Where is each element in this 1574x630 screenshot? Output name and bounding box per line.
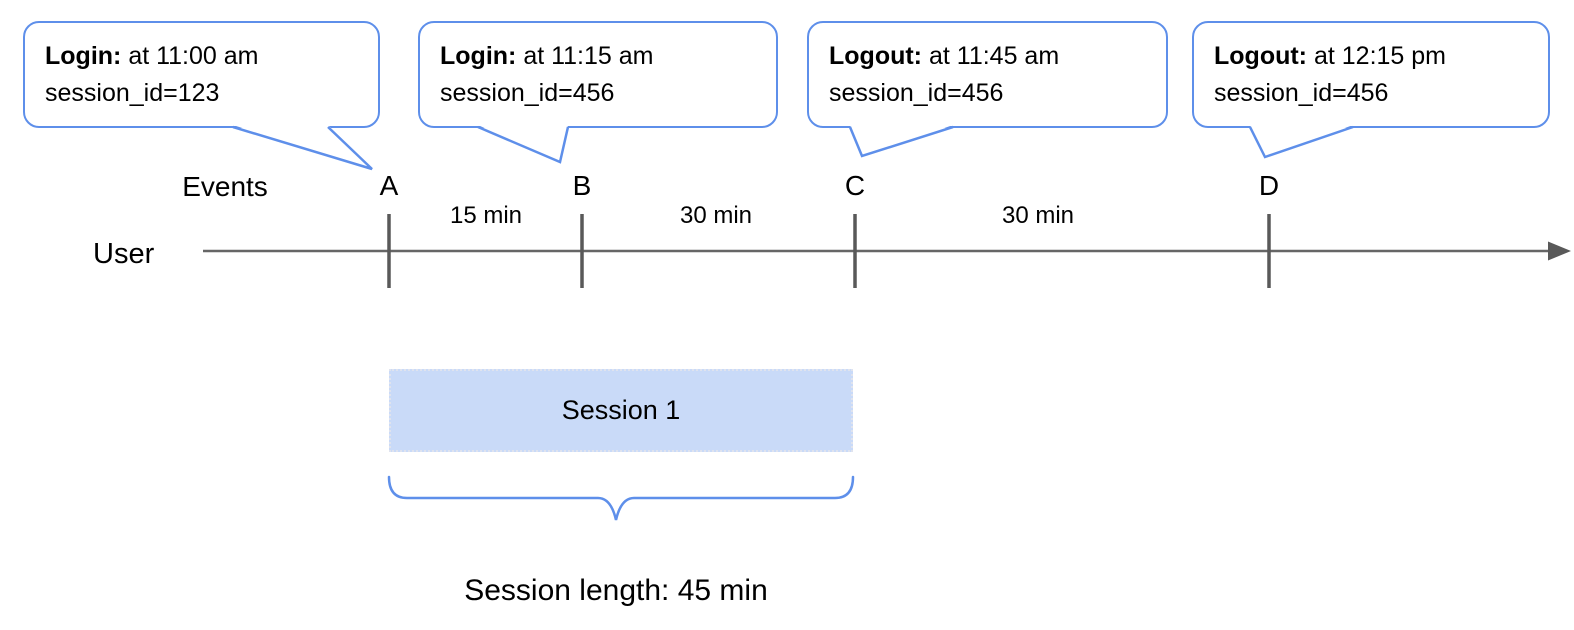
event-label-b: B	[572, 170, 592, 201]
callout-tail-fill-b	[478, 125, 568, 163]
callout-time: at 12:15 pm	[1313, 42, 1446, 70]
callout-time: at 11:45 am	[928, 42, 1060, 70]
callout-logout-d: Logout: at 12:15 pm session_id=456	[1192, 21, 1550, 128]
callout-line-1: Logout: at 12:15 pm	[1214, 38, 1538, 75]
callout-tail-icon-b	[477, 125, 570, 164]
callout-logout-c: Logout: at 11:45 am session_id=456	[807, 21, 1168, 128]
callout-time: at 11:00 am	[128, 42, 259, 70]
callout-detail: session_id=456	[440, 79, 615, 107]
session-brace	[387, 475, 855, 521]
callout-title: Logout:	[1214, 42, 1308, 70]
callout-detail: session_id=123	[45, 79, 220, 107]
interval-label-ab: 15 min	[449, 202, 523, 229]
interval-label-bc: 30 min	[679, 202, 753, 229]
callout-tail-icon-c	[848, 125, 954, 158]
callout-line-1: Login: at 11:15 am	[440, 38, 766, 75]
event-label-d: D	[1258, 170, 1280, 201]
callout-login-a: Login: at 11:00 am session_id=123	[23, 21, 380, 128]
callout-title: Login:	[45, 42, 122, 70]
session-length-caption: Session length: 45 min	[464, 574, 768, 607]
events-row-label: Events	[182, 171, 268, 202]
callout-tail-fill-c	[850, 125, 953, 157]
callout-tail-icon-d	[1248, 125, 1354, 159]
session-box-label: Session 1	[561, 395, 681, 425]
event-label-a: A	[379, 170, 399, 201]
interval-label-cd: 30 min	[1001, 202, 1075, 229]
callout-title: Logout:	[829, 42, 923, 70]
callout-title: Login:	[440, 42, 517, 70]
callout-line-1: Login: at 11:00 am	[45, 38, 368, 75]
callout-tail-fill-d	[1250, 125, 1353, 158]
timeline-arrowhead-icon	[1548, 241, 1571, 261]
session-box: Session 1	[389, 369, 853, 452]
callout-tail-icon-a	[232, 125, 373, 171]
callout-tail-fill-a	[233, 125, 372, 170]
callout-login-b: Login: at 11:15 am session_id=456	[418, 21, 778, 128]
callout-detail: session_id=456	[829, 79, 1004, 107]
callout-time: at 11:15 am	[523, 42, 654, 70]
event-label-c: C	[844, 170, 866, 201]
callout-line-1: Logout: at 11:45 am	[829, 38, 1156, 75]
user-row-label: User	[93, 238, 155, 270]
callout-detail: session_id=456	[1214, 79, 1389, 107]
